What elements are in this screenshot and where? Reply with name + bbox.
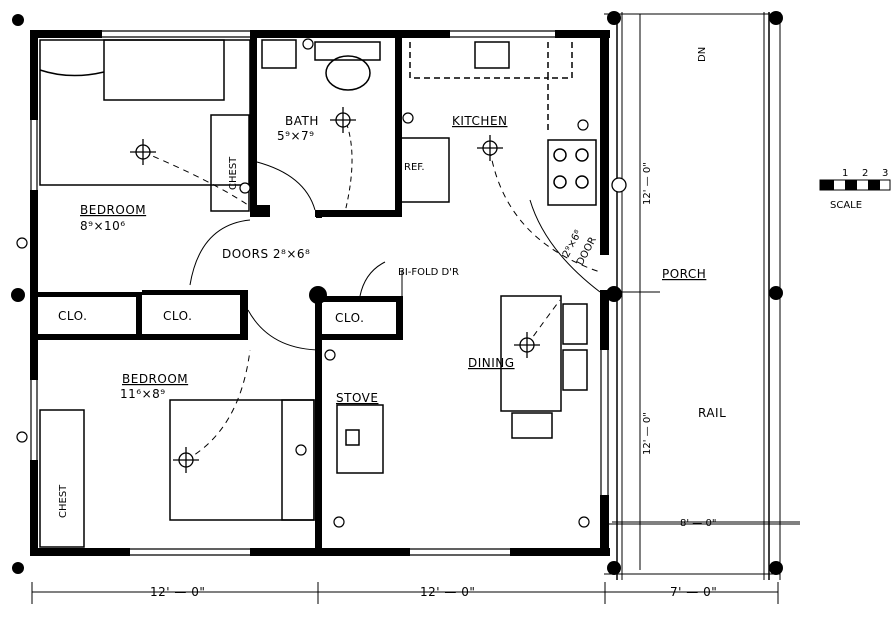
bedroom-bottom-name: BEDROOM: [122, 372, 188, 386]
clo-right-label: CLO.: [335, 311, 364, 325]
clo-left-label: CLO.: [58, 309, 87, 323]
ref-label: REF.: [404, 162, 425, 173]
scale-tick-1: 1: [842, 168, 848, 179]
bifold-note: BI-FOLD D'R: [398, 267, 459, 278]
bath-name: BATH: [285, 114, 319, 128]
dim-bottom-mid: 12' — 0": [420, 585, 475, 599]
chest-bottom-box: [39, 409, 85, 548]
dining-table: [500, 295, 562, 412]
dining-name: DINING: [468, 356, 515, 370]
bed-top: [39, 39, 251, 186]
scale-bar: [819, 179, 891, 191]
scale-label: SCALE: [830, 200, 862, 211]
stove-label: STOVE: [336, 391, 378, 405]
dim-bottom-right: 7' — 0": [670, 585, 717, 599]
chest-top-label: CHEST: [228, 156, 239, 190]
bedroom-top-name: BEDROOM: [80, 203, 146, 217]
rail-name: RAIL: [698, 406, 726, 420]
kitchen-name: KITCHEN: [452, 114, 508, 128]
dim-right-bottom: 12' — 0": [642, 412, 653, 455]
doors-note: DOORS 2⁸×6⁸: [222, 247, 310, 261]
ceiling-lights: [130, 107, 627, 473]
exterior-walls: [30, 30, 610, 556]
scale-tick-2: 2: [862, 168, 868, 179]
chest-top-box: [210, 114, 250, 212]
door-swings: [189, 114, 601, 351]
furniture: [39, 39, 597, 548]
bedroom-top-size: 8⁹×10⁶: [80, 219, 126, 233]
dim-bottom-left: 12' — 0": [150, 585, 205, 599]
scale-tick-3: 3: [882, 168, 888, 179]
ref-box: [400, 137, 450, 203]
range: [547, 139, 597, 206]
bottom-dimension-line: [31, 582, 779, 604]
interior-walls: [38, 38, 403, 548]
clo-mid-label: CLO.: [163, 309, 192, 323]
bedroom-bottom-size: 11⁶×8⁹: [120, 387, 166, 401]
windows: [30, 30, 609, 556]
chest-bottom-label: CHEST: [58, 484, 69, 518]
porch-structure: [604, 12, 800, 580]
dn-note: DN: [697, 47, 708, 62]
dim-right-top: 12' — 0": [642, 162, 653, 205]
outlets: [16, 38, 590, 528]
dim-porch-width: 8' — 0": [680, 518, 716, 529]
bath-size: 5⁹×7⁹: [277, 129, 314, 143]
stove-box: [336, 404, 384, 474]
porch-name: PORCH: [662, 267, 706, 281]
porch-dimension-lines: [609, 14, 800, 570]
